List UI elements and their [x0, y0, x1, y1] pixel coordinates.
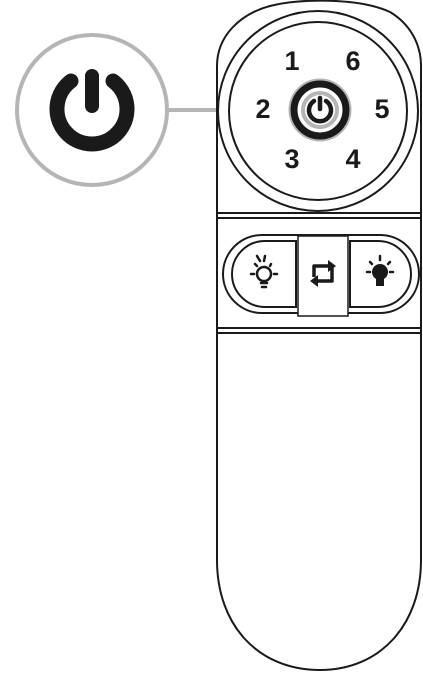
- power-callout: [17, 35, 167, 185]
- repeat-cycle-button-shape: [298, 236, 348, 316]
- power-button[interactable]: [290, 80, 350, 140]
- channel-dial[interactable]: 1 6 2 5 3 4: [218, 11, 418, 211]
- repeat-cycle-button[interactable]: [298, 236, 348, 316]
- light-effect-button[interactable]: [232, 241, 296, 307]
- channel-4-label: 4: [345, 144, 360, 174]
- channel-3-label: 3: [284, 144, 299, 174]
- light-effect-button-shape: [232, 241, 296, 307]
- channel-2-label: 2: [255, 94, 270, 124]
- channel-6-label: 6: [345, 46, 360, 76]
- light-bright-button[interactable]: [350, 241, 411, 307]
- function-button-row: [223, 235, 419, 316]
- channel-5-label: 5: [374, 94, 389, 124]
- channel-1-label: 1: [284, 46, 299, 76]
